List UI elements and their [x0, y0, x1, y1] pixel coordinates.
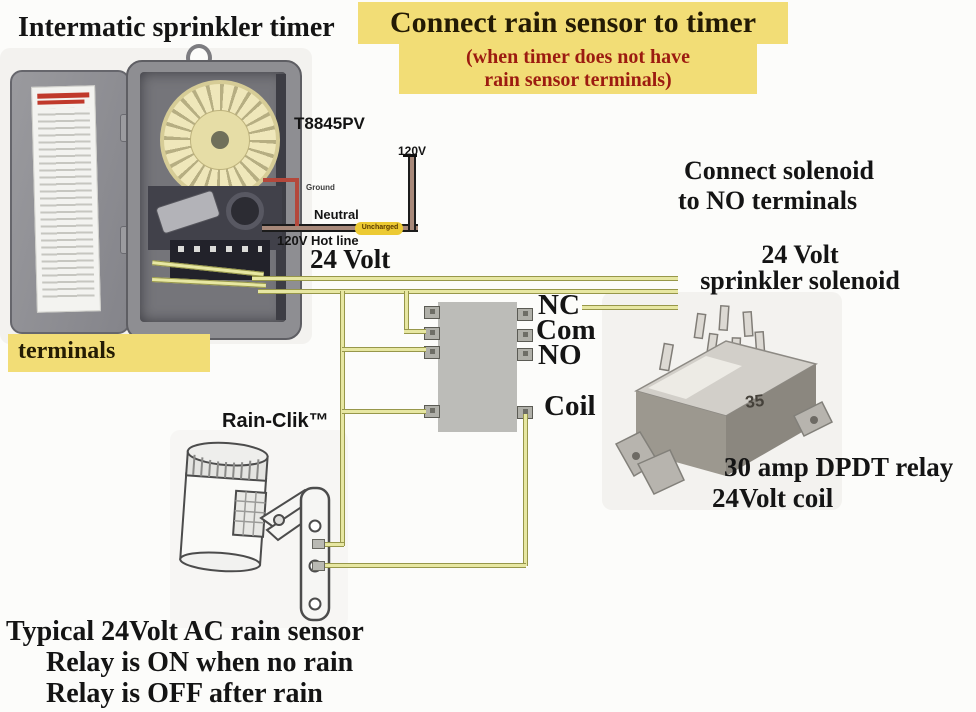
- label-120v-hot-line: 120V Hot line: [277, 233, 359, 248]
- label-120v: 120V: [398, 144, 427, 158]
- sensor-terminal-bottom: [312, 561, 325, 571]
- solenoid-name-label: sprinkler solenoid: [700, 266, 900, 295]
- label-red-bar-2: [37, 99, 85, 105]
- wire-24v-top: [252, 276, 678, 281]
- wire-120v-riser: [408, 156, 416, 230]
- label-24-volt: 24 Volt: [310, 244, 391, 274]
- wire-nc-stub: [582, 305, 678, 310]
- wire-24v-bottom: [258, 289, 678, 294]
- solenoid-24v-label: 24 Volt: [761, 240, 839, 269]
- wire-sensor-bottom: [318, 563, 526, 568]
- wire-tag-text: Uncharged: [361, 224, 399, 231]
- wire-to-com: [404, 329, 426, 334]
- footer-line2: Relay is ON when no rain: [46, 647, 354, 678]
- wire-coil-right-drop: [523, 414, 528, 566]
- wire-com-drop: [404, 291, 409, 332]
- terminals-label: terminals: [18, 338, 116, 364]
- page-title: Intermatic sprinkler timer: [18, 12, 335, 43]
- timer-door-label: [31, 85, 101, 313]
- relay-term-no-left: [424, 346, 440, 359]
- solenoid-note-line1: Connect solenoid: [684, 156, 874, 185]
- timer-terminal-block: [170, 240, 270, 280]
- timer-model-label: T8845PV: [294, 114, 365, 133]
- timer-dial: [160, 80, 280, 200]
- relay-term-coil-left: [424, 405, 440, 418]
- wire-ground-red-h: [263, 178, 299, 182]
- wire-120v-neutral-hot: [262, 224, 418, 232]
- relay-photo-illustration: 35: [614, 304, 834, 495]
- relay-term-coil-right: [517, 406, 533, 419]
- label-neutral: Neutral: [314, 207, 359, 222]
- banner-box: [358, 2, 788, 44]
- relay-term-com-left: [424, 327, 440, 340]
- wire-to-no: [342, 347, 426, 352]
- relay-caption-line1: 30 amp DPDT relay: [724, 452, 954, 482]
- relay-schematic-body: [438, 302, 517, 432]
- pin-label-com: Com: [536, 314, 596, 346]
- wire-main-drop: [340, 291, 345, 546]
- footer-line3: Relay is OFF after rain: [46, 678, 323, 709]
- sensor-terminal-top: [312, 539, 325, 549]
- relay-caption-line2: 24Volt coil: [712, 483, 834, 513]
- timer-photo: [8, 44, 302, 340]
- terminals-highlight-box: [8, 334, 210, 372]
- wire-to-coil-left: [342, 409, 426, 414]
- relay-term-no-right: [517, 348, 533, 361]
- wire-120v-cap: [403, 154, 417, 157]
- wire-tag: [355, 222, 403, 235]
- relay-term-com-right: [517, 329, 533, 342]
- label-text-lines: [37, 107, 95, 299]
- banner-title: Connect rain sensor to timer: [389, 6, 757, 39]
- banner-subtitle-box: [399, 44, 757, 94]
- footer-line1: Typical 24Volt AC rain sensor: [6, 616, 364, 647]
- timer-knob: [226, 192, 264, 230]
- relay-face-marking: 35: [744, 391, 765, 412]
- relay-term-nc-left: [424, 306, 440, 319]
- rain-clik-label: Rain-Clik™: [222, 410, 329, 432]
- pin-label-nc: NC: [538, 289, 580, 321]
- terminal-block-markings: [178, 246, 262, 252]
- label-ground: Ground: [306, 183, 335, 192]
- wire-sensor-top: [318, 542, 344, 547]
- banner-subtitle-line2: rain sensor terminals): [484, 69, 672, 91]
- relay-term-nc-right: [517, 308, 533, 321]
- label-red-bar: [37, 92, 90, 99]
- banner-subtitle-line1: (when timer does not have: [465, 46, 691, 68]
- rain-sensor-illustration: [179, 441, 331, 622]
- solenoid-note-line2: to NO terminals: [678, 186, 858, 215]
- timer-dial-hub: [211, 131, 229, 149]
- wire-ground-red-v: [295, 178, 299, 226]
- pin-label-no: NO: [538, 339, 582, 371]
- pin-label-coil: Coil: [544, 390, 596, 422]
